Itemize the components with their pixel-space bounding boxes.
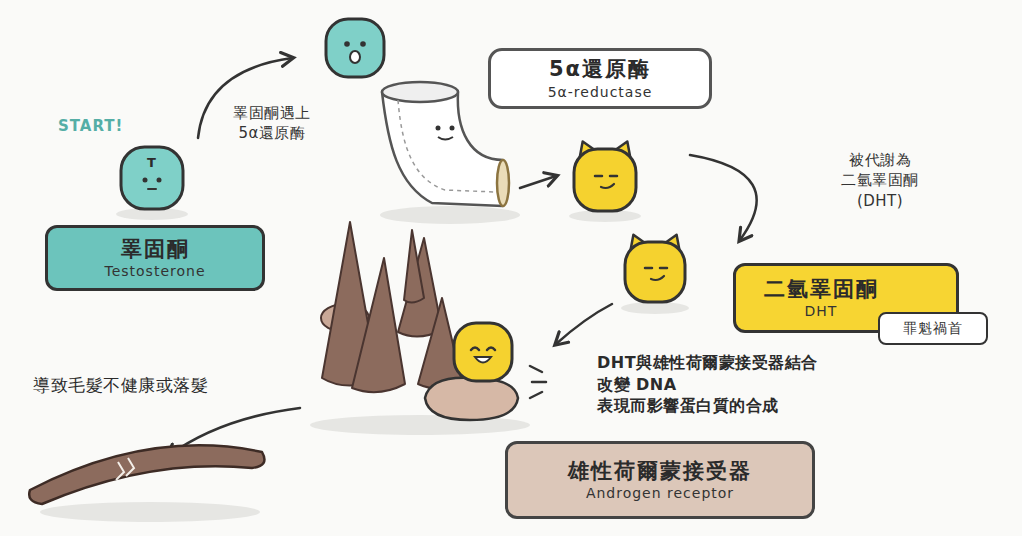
hormone-characters xyxy=(121,19,685,381)
step-note: DHT與雄性荷爾蒙接受器結合 改變 DNA 表現而影響蛋白質的合成 xyxy=(597,352,856,417)
enzyme-pipe-part xyxy=(497,160,509,206)
node-subtitle: 5α-reductase xyxy=(548,83,653,101)
hormone-box: 二氫睪固酮DHT罪魁禍首 xyxy=(733,263,959,333)
motion-marks-part xyxy=(532,381,546,384)
node-title: 5α還原酶 xyxy=(549,56,651,82)
broken-hair-part xyxy=(116,458,134,480)
androgen-receptor-blob xyxy=(425,378,518,420)
node-title: 罪魁禍首 xyxy=(903,319,963,337)
flow-arrows-part xyxy=(520,176,556,188)
step-note: 被代謝為 二氫睪固酮 (DHT) xyxy=(835,150,925,211)
enzyme-pipe-part xyxy=(450,126,455,131)
hormone-box: 睪固酮Testosterone xyxy=(45,225,265,291)
hair-follicles-part xyxy=(404,230,424,303)
node-subtitle: Androgen receptor xyxy=(586,484,734,502)
hormone-character-part xyxy=(326,19,384,77)
receptor-box: 雄性荷爾蒙接受器Androgen receptor xyxy=(505,441,815,519)
flow-arrows-part xyxy=(690,155,757,240)
enzyme-pipe-part xyxy=(436,126,441,131)
hormone-character-part xyxy=(645,267,667,270)
broken-hair xyxy=(29,445,264,504)
hormone-character-part xyxy=(350,51,360,63)
hormone-character-part xyxy=(143,178,148,183)
node-title: 二氫睪固酮 xyxy=(764,276,879,302)
step-note: 睪固酮遇上 5α還原酶 xyxy=(227,103,317,144)
hormone-character-part xyxy=(148,188,156,190)
hormone-character xyxy=(326,19,384,77)
hormone-character xyxy=(454,323,512,381)
enzyme-pipe-part xyxy=(398,100,495,192)
androgen-receptor-blob-part xyxy=(425,378,518,420)
hormone-character-part xyxy=(601,184,614,188)
hormone-character-part xyxy=(625,242,685,302)
motion-marks xyxy=(530,366,546,398)
broken-hair-part xyxy=(29,445,264,504)
shadows-part xyxy=(380,206,520,224)
node-title: 睪固酮 xyxy=(121,236,190,262)
node-subtitle: DHT xyxy=(805,302,838,320)
hormone-character-part xyxy=(360,41,366,47)
tag-box: 罪魁禍首 xyxy=(878,312,988,345)
enzyme-pipe-part xyxy=(382,92,503,206)
result-note: 導致毛髮不健康或落髮 xyxy=(33,374,208,397)
hormone-character-part xyxy=(454,323,512,381)
character-letter: T xyxy=(147,154,156,172)
hormone-character xyxy=(121,147,183,209)
shadows-part xyxy=(40,502,260,522)
hormone-character-part xyxy=(344,41,350,47)
hair-follicles-part xyxy=(352,258,405,392)
node-title: 雄性荷爾蒙接受器 xyxy=(568,458,752,484)
hormone-character xyxy=(625,235,685,302)
hormone-character-part xyxy=(651,276,664,280)
hormone-character-part xyxy=(595,175,617,178)
motion-marks-part xyxy=(530,392,542,398)
enzyme-pipe-part xyxy=(438,137,453,140)
hormone-character-part xyxy=(475,357,491,363)
hormone-character-part xyxy=(121,147,183,209)
hormone-character-part xyxy=(471,348,495,351)
motion-marks-part xyxy=(530,366,542,372)
shadows-part xyxy=(621,302,689,314)
enzyme-pipe-part xyxy=(382,82,458,102)
hormone-character-part xyxy=(157,178,162,183)
hair-follicles xyxy=(321,222,462,392)
enzyme-box: 5α還原酶5α-reductase xyxy=(488,48,712,109)
start-label: START! xyxy=(58,116,123,136)
flow-arrows-part xyxy=(556,304,612,344)
hormone-character xyxy=(574,142,636,211)
node-subtitle: Testosterone xyxy=(104,262,205,280)
hormone-character-part xyxy=(574,149,636,211)
